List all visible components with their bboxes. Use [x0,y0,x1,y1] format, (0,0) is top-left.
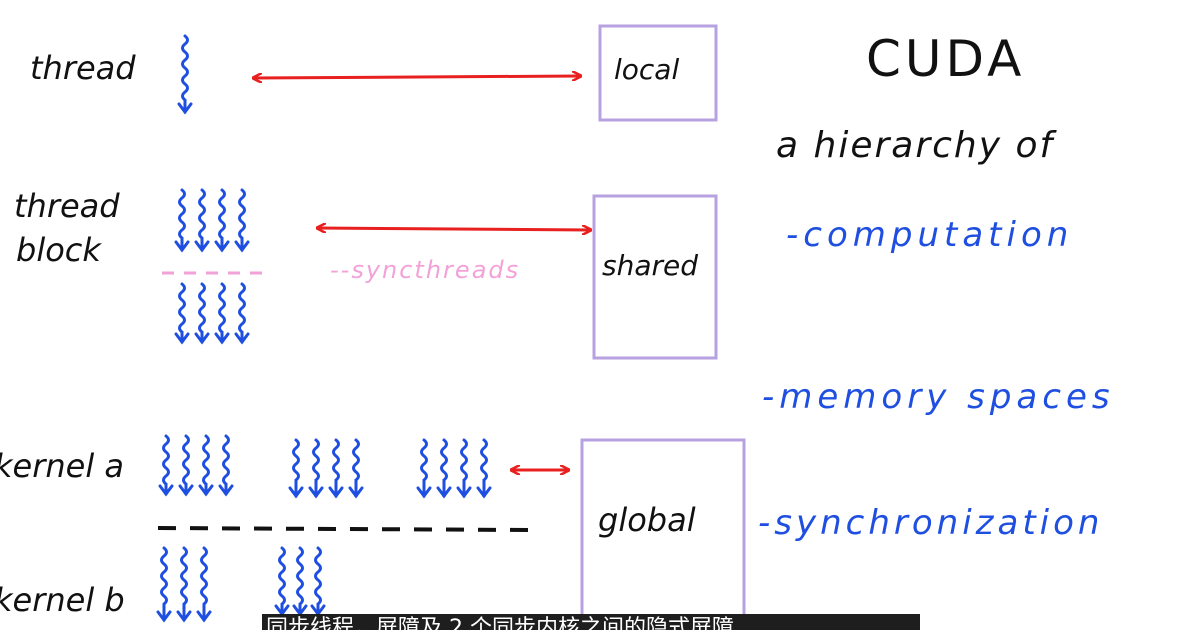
thread-arrow-icon [196,546,212,623]
shared-memory-box [592,194,718,360]
thread-arrow-icon [194,282,210,345]
local-memory-label: local [614,53,680,86]
thread-local-arrow [254,76,580,78]
video-caption: 同步线程，屏障及 2 个同步内核之间的隐式屏障 [262,614,920,630]
thread-arrow-icon [178,434,194,497]
shared-memory-label: shared [602,249,699,282]
thread-arrow-icon [274,546,290,617]
thread-arrow-icon [436,438,452,499]
thread-arrow-icon [288,438,304,499]
cuda-title: CUDA [866,30,1026,88]
block-shared-arrow [318,228,590,230]
thread-arrow-icon [156,546,172,623]
thread-label: thread [30,49,136,87]
thread-arrow-icon [174,282,190,345]
thread-arrow-icon [416,438,432,499]
kernel-b-label: kernel b [0,581,125,619]
global-memory-box [580,438,746,630]
thread-arrow-icon [177,34,193,115]
hierarchy-item-synchronization: -synchronization [758,503,1104,543]
thread-arrow-icon [198,434,214,497]
thread-arrows-group [156,34,492,623]
thread-arrow-icon [176,546,192,623]
thread-arrow-icon [456,438,472,499]
thread-arrow-icon [174,188,190,253]
syncthreads-label: --syncthreads [330,256,521,284]
kernel-barrier-line [157,526,531,532]
thread-arrow-icon [234,188,250,253]
thread-arrow-icon [292,546,308,617]
thread-arrow-icon [328,438,344,499]
kernel-a-label: kernel a [0,447,125,485]
thread-arrow-icon [308,438,324,499]
thread-arrow-icon [348,438,364,499]
thread-arrow-icon [476,438,492,499]
thread-arrow-icon [214,282,230,345]
thread-arrow-icon [214,188,230,253]
hierarchy-item-computation: -computation [786,215,1074,255]
hierarchy-item-memory-spaces: -memory spaces [762,377,1115,417]
thread-arrow-icon [194,188,210,253]
thread-arrow-icon [158,434,174,497]
thread-block-label-line1: thread [14,187,120,225]
thread-arrow-icon [234,282,250,345]
local-memory-box [598,24,718,122]
global-memory-label: global [598,501,696,539]
hierarchy-subtitle: a hierarchy of [776,125,1055,166]
thread-arrow-icon [218,434,234,497]
thread-block-label-line2: block [16,231,101,269]
thread-arrow-icon [310,546,326,617]
